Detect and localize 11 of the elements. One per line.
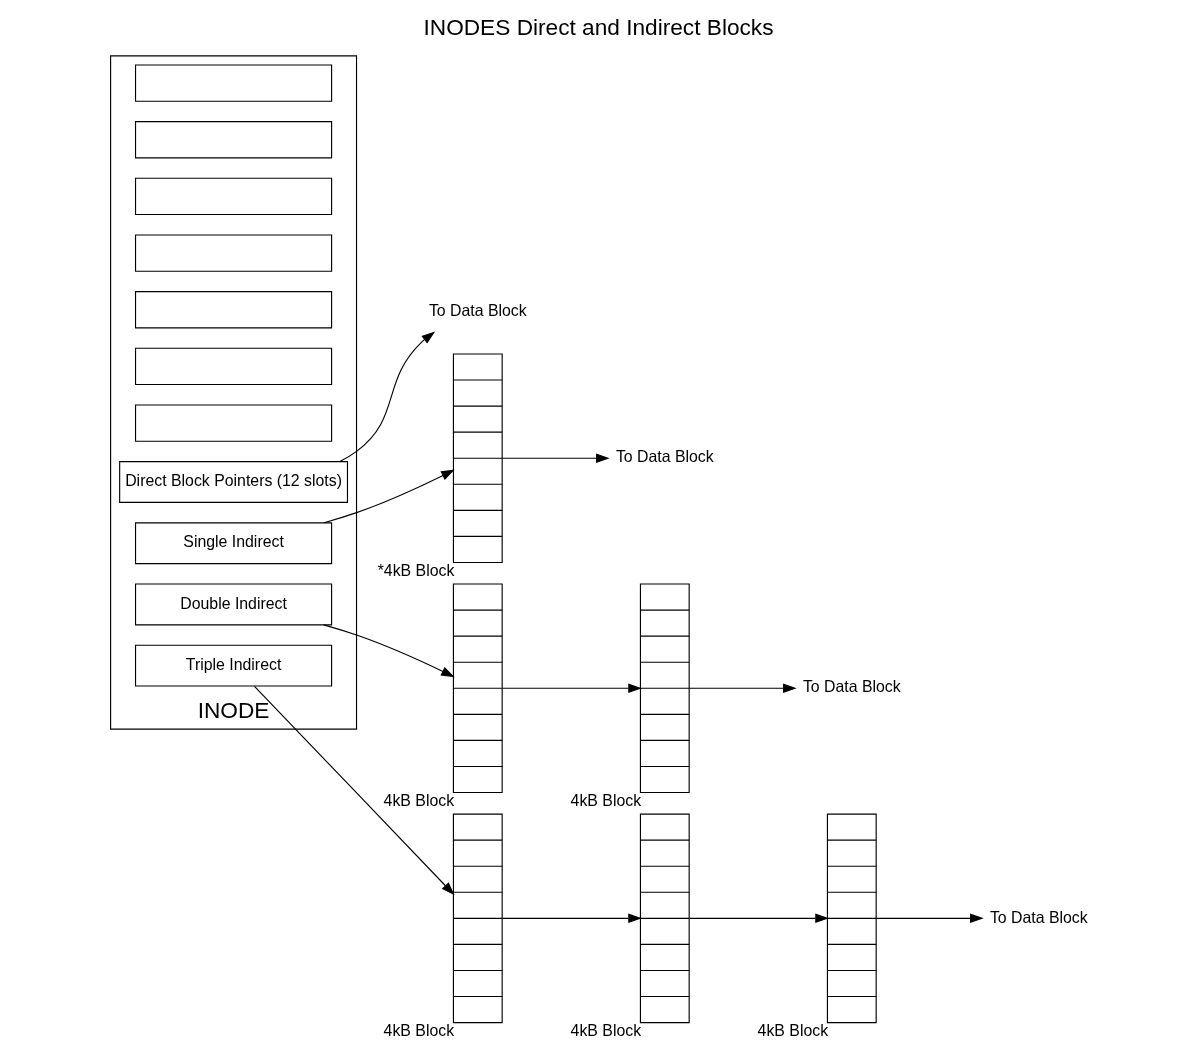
node-label: 4kB Block [570,791,641,809]
diagram-title: INODES Direct and Indirect Blocks [422,14,774,41]
node-label: 4kB Block [570,1021,641,1039]
node-text: To Data Block [615,448,714,466]
node-label: 4kB Block [383,791,454,809]
node-label: *4kB Block [377,561,454,579]
node-text: To Data Block [802,678,901,696]
node-text: To Data Block [989,908,1088,926]
node-label: 4kB Block [757,1021,828,1039]
node-text: To Data Block [428,302,527,320]
node-label: 4kB Block [383,1021,454,1039]
